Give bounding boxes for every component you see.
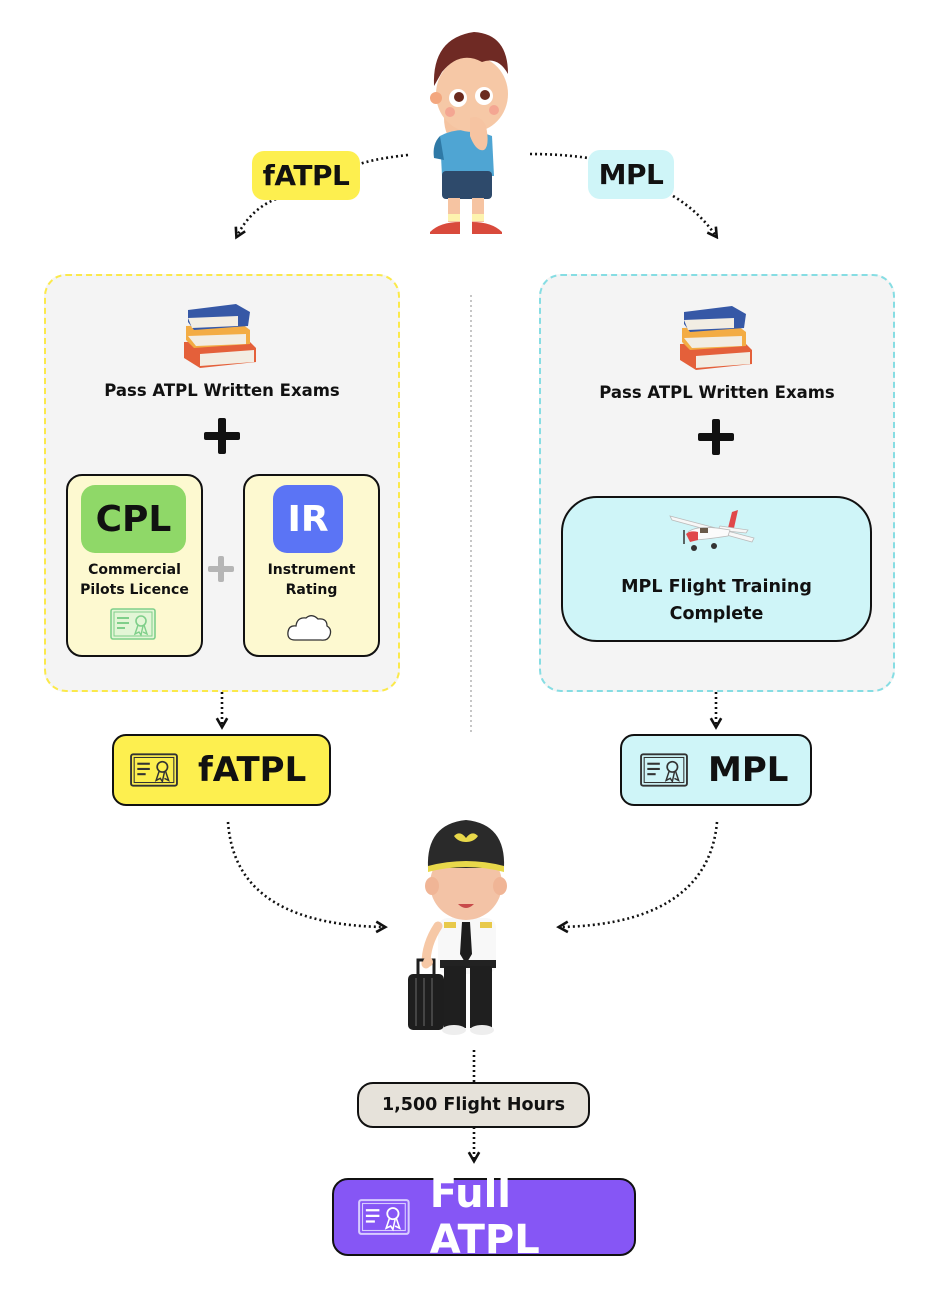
full-atpl-badge: Full ATPL: [332, 1171, 636, 1263]
arrow-fatpl-to-left-panel: [234, 197, 277, 240]
cpl-label: Commercial Pilots Licence: [68, 560, 201, 600]
fatpl-result-label: fATPL: [198, 750, 307, 790]
full-atpl-label: Full ATPL: [429, 1171, 540, 1263]
mpl-result-label: MPL: [708, 750, 789, 790]
pilot-illustration: [408, 820, 507, 1035]
certificate-icon: [358, 1199, 410, 1235]
books-stack-icon: [680, 306, 752, 370]
mpl-training-label-line2: Complete: [669, 604, 764, 624]
arrow-mpl-to-pilot: [556, 821, 719, 934]
arrow-mpl-to-right-panel: [672, 194, 719, 240]
certificate-icon: [130, 753, 178, 787]
certificate-icon: [110, 608, 156, 640]
ir-card: IR Instrument Rating: [243, 474, 380, 657]
thinking-boy-illustration: [430, 32, 508, 234]
mpl-path-tag: MPL: [588, 150, 674, 199]
cpl-label-line1: Commercial: [88, 562, 181, 578]
certificate-icon: [640, 753, 688, 787]
arrow-fatpl-to-pilot: [226, 821, 388, 934]
exam-requirement-label: Pass ATPL Written Exams: [104, 381, 340, 400]
mpl-training-label: MPL Flight Training Complete: [563, 574, 870, 628]
fatpl-requirements-panel: Pass ATPL Written Exams CPL Commercial P…: [44, 274, 400, 692]
plus-icon-grey: [208, 556, 234, 582]
books-stack-icon: [184, 304, 256, 368]
arrow-boy-to-mpl: [529, 152, 589, 160]
cpl-card: CPL Commercial Pilots Licence: [66, 474, 203, 657]
fatpl-result-badge: fATPL: [112, 734, 331, 806]
cloud-icon: [287, 615, 332, 641]
plus-icon: [698, 419, 734, 455]
mpl-result-badge: MPL: [620, 734, 812, 806]
mpl-requirements-panel: Pass ATPL Written Exams MPL Flight Train…: [539, 274, 895, 692]
flight-hours-requirement: 1,500 Flight Hours: [357, 1082, 590, 1128]
ir-label-line1: Instrument: [267, 562, 356, 578]
ir-badge: IR: [273, 485, 343, 553]
arrow-boy-to-fatpl: [359, 153, 409, 166]
mpl-training-label-line1: MPL Flight Training: [621, 577, 812, 597]
plus-icon: [204, 418, 240, 454]
ir-label: Instrument Rating: [245, 560, 378, 600]
cpl-label-line2: Pilots Licence: [80, 582, 189, 598]
mpl-flight-training-card: MPL Flight Training Complete: [561, 496, 872, 642]
cpl-badge: CPL: [81, 485, 186, 553]
exam-requirement-label: Pass ATPL Written Exams: [599, 383, 835, 402]
ir-label-line2: Rating: [285, 582, 338, 598]
airplane-icon: [669, 510, 755, 551]
fatpl-path-tag: fATPL: [252, 151, 360, 200]
